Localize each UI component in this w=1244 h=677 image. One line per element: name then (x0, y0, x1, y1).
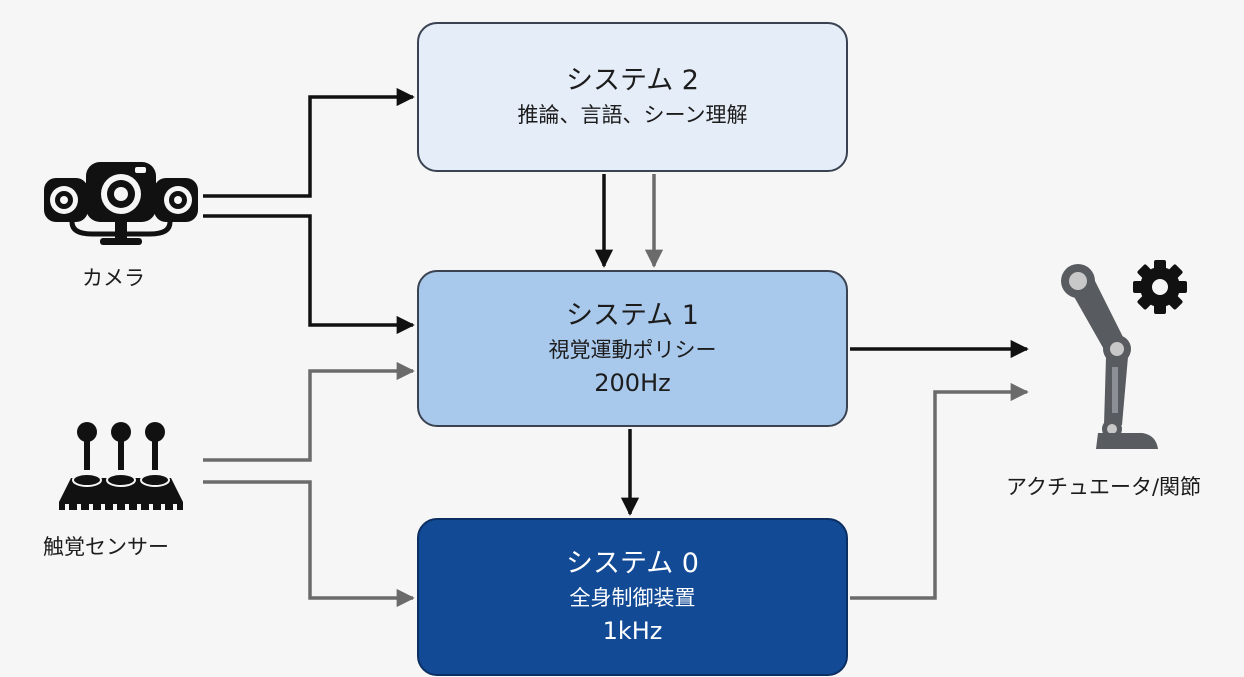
system2-box: システム 2 推論、言語、シーン理解 (417, 22, 848, 172)
arrow-tactile-to-system0 (203, 480, 415, 608)
system1-title: システム 1 (566, 299, 699, 331)
arrow-tactile-to-system1 (203, 361, 415, 462)
camera-icon (44, 162, 198, 245)
robot-leg-gear-icon (1061, 260, 1187, 449)
system0-subtitle: 全身制御装置 (569, 586, 696, 610)
system1-frequency: 200Hz (594, 368, 671, 397)
system2-subtitle: 推論、言語、シーン理解 (517, 103, 748, 127)
tactile-sensor-label: 触覚センサー (43, 535, 169, 559)
system0-frequency: 1kHz (602, 617, 663, 645)
system2-title: システム 2 (566, 65, 699, 96)
arrow-camera-to-system1 (203, 214, 415, 335)
arrow-system0-to-actuator (850, 382, 1029, 600)
tactile-sensor-icon (59, 422, 183, 510)
actuator-label: アクチュエータ/関節 (1006, 475, 1202, 499)
system0-box: システム 0 全身制御装置 1kHz (417, 518, 848, 676)
arrow-camera-to-system2 (203, 87, 415, 198)
camera-label: カメラ (82, 266, 145, 290)
system0-title: システム 0 (566, 548, 699, 579)
system1-box: システム 1 視覚運動ポリシー 200Hz (417, 270, 848, 427)
system1-subtitle: 視覚運動ポリシー (548, 337, 717, 362)
